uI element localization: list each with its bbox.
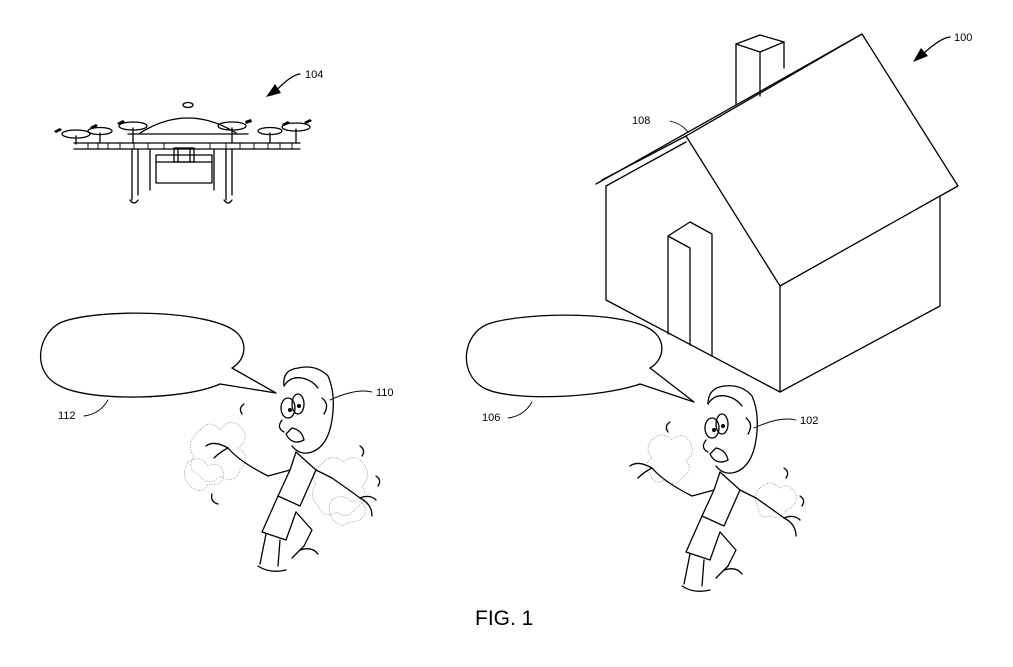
house-icon [595,33,959,393]
speech-bubble-drone [40,312,277,398]
person-drone-recipient [184,366,381,572]
speech-bubble-home [465,314,695,403]
ref-110: 110 [376,387,394,399]
ref-100: 100 [954,32,972,44]
ref-108: 108 [632,115,650,127]
ref-106: 106 [482,412,500,424]
figure-caption: FIG. 1 [475,607,533,630]
person-home-owner [629,385,805,592]
ref-112: 112 [58,410,76,422]
delivery-drone-icon [54,101,312,204]
ref-102: 102 [800,415,818,427]
ref-104: 104 [305,69,323,81]
